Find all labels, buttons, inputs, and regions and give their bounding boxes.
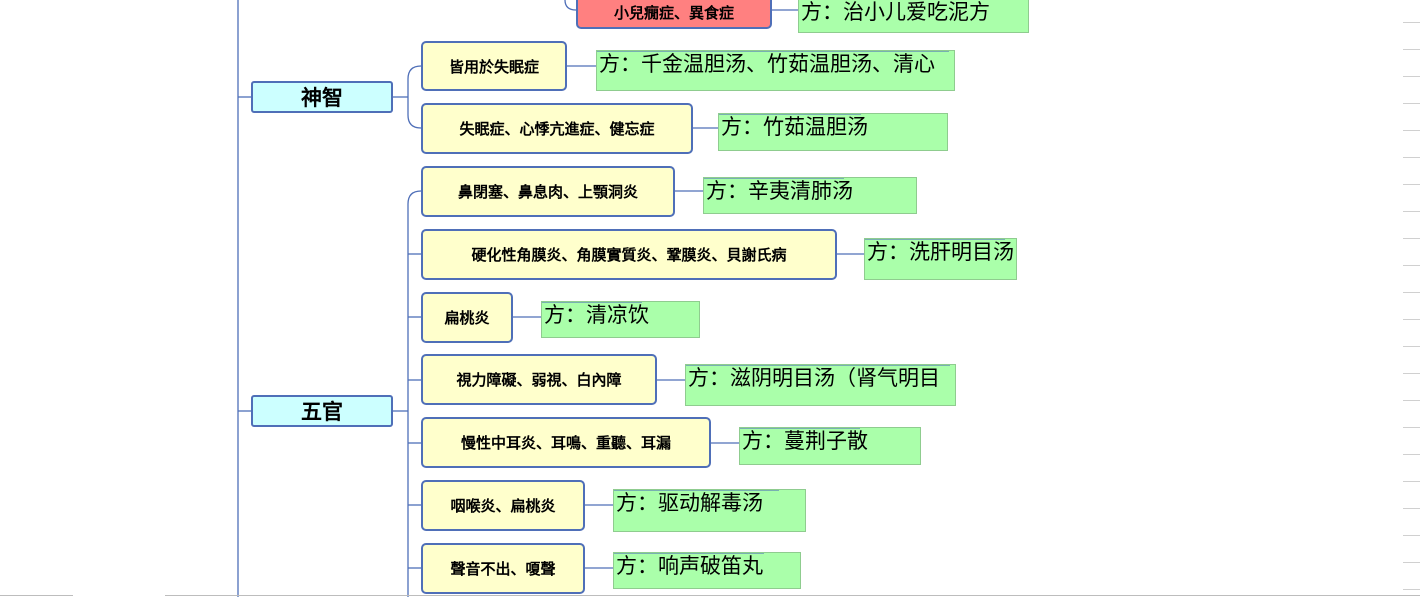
symptom-label: 小兒癇症、異食症 bbox=[613, 3, 734, 22]
prescription-label: 方：驱动解毒汤 bbox=[616, 491, 763, 515]
prescription-label: 方：响声破笛丸 bbox=[616, 554, 763, 578]
symptom-node[interactable]: 失眠症、心悸亢進症、健忘症 bbox=[421, 103, 693, 154]
symptom-node[interactable]: 聲音不出、嗄聲 bbox=[421, 543, 585, 594]
category-node-wuguan[interactable]: 五官 bbox=[251, 395, 393, 427]
row-divider bbox=[1403, 265, 1420, 266]
note-tab bbox=[597, 51, 949, 52]
note-tab bbox=[542, 302, 642, 303]
row-divider bbox=[1403, 130, 1420, 131]
prescription-note[interactable]: 方：响声破笛丸 bbox=[613, 552, 801, 589]
prescription-label: 方：蔓荆子散 bbox=[742, 429, 868, 453]
row-divider bbox=[1403, 562, 1420, 563]
symptom-node[interactable]: 咽喉炎、扁桃炎 bbox=[421, 480, 585, 531]
row-divider bbox=[1403, 292, 1420, 293]
row-divider bbox=[1403, 76, 1420, 77]
row-divider bbox=[1403, 535, 1420, 536]
prescription-label: 方：辛夷清肺汤 bbox=[706, 179, 853, 203]
row-divider bbox=[1403, 157, 1420, 158]
symptom-node[interactable]: 視力障礙、弱視、白內障 bbox=[421, 354, 657, 405]
symptom-node[interactable]: 小兒癇症、異食症 bbox=[576, 0, 772, 29]
symptom-node[interactable]: 慢性中耳炎、耳鳴、重聽、耳漏 bbox=[421, 417, 711, 468]
prescription-note[interactable]: 方：蔓荆子散 bbox=[739, 427, 921, 465]
symptom-node[interactable]: 硬化性角膜炎、角膜實質炎、鞏膜炎、貝謝氏病 bbox=[421, 229, 837, 280]
symptom-label: 慢性中耳炎、耳鳴、重聽、耳漏 bbox=[460, 434, 671, 452]
symptom-label: 失眠症、心悸亢進症、健忘症 bbox=[459, 120, 655, 138]
note-tab bbox=[740, 428, 860, 429]
prescription-label: 方：竹茹温胆汤 bbox=[721, 115, 868, 139]
prescription-note[interactable]: 方：洗肝明目汤 bbox=[864, 238, 1017, 280]
prescription-label: 方：治小儿爱吃泥方 bbox=[801, 0, 990, 24]
prescription-note[interactable]: 方：驱动解毒汤 bbox=[613, 489, 806, 532]
row-divider bbox=[1403, 49, 1420, 50]
symptom-label: 硬化性角膜炎、角膜實質炎、鞏膜炎、貝謝氏病 bbox=[471, 246, 787, 264]
symptom-label: 扁桃炎 bbox=[444, 309, 490, 327]
row-divider bbox=[1403, 103, 1420, 104]
row-divider bbox=[1403, 481, 1420, 482]
symptom-label: 咽喉炎、扁桃炎 bbox=[450, 497, 556, 515]
prescription-note[interactable]: 方：滋阴明目汤（肾气明目 bbox=[685, 364, 956, 406]
symptom-node[interactable]: 鼻閉塞、鼻息肉、上顎洞炎 bbox=[421, 166, 675, 217]
prescription-label: 方：滋阴明目汤（肾气明目 bbox=[688, 366, 940, 390]
prescription-note[interactable]: 方：清凉饮 bbox=[541, 301, 700, 338]
row-divider bbox=[1403, 346, 1420, 347]
row-divider bbox=[1403, 589, 1420, 590]
symptom-label: 鼻閉塞、鼻息肉、上顎洞炎 bbox=[457, 183, 638, 201]
prescription-label: 方：洗肝明目汤 bbox=[867, 240, 1014, 264]
symptom-node[interactable]: 皆用於失眠症 bbox=[421, 41, 567, 91]
row-divider bbox=[1403, 508, 1420, 509]
row-divider bbox=[1403, 319, 1420, 320]
symptom-label: 皆用於失眠症 bbox=[448, 57, 539, 76]
row-divider bbox=[1403, 184, 1420, 185]
prescription-label: 方：清凉饮 bbox=[544, 303, 649, 327]
category-label: 神智 bbox=[301, 86, 343, 110]
category-label: 五官 bbox=[301, 400, 343, 424]
row-divider bbox=[1403, 22, 1420, 23]
row-divider bbox=[1403, 400, 1420, 401]
row-divider bbox=[1403, 427, 1420, 428]
symptom-label: 視力障礙、弱視、白內障 bbox=[456, 371, 622, 389]
category-node-shenzhi[interactable]: 神智 bbox=[251, 81, 393, 113]
page-bottom-line bbox=[0, 595, 73, 596]
note-tab bbox=[719, 114, 861, 115]
note-tab bbox=[614, 490, 779, 491]
prescription-note[interactable]: 方：千金温胆汤、竹茹温胆汤、清心 bbox=[596, 50, 955, 91]
row-divider bbox=[1403, 238, 1420, 239]
prescription-label: 方：千金温胆汤、竹茹温胆汤、清心 bbox=[599, 52, 935, 76]
note-tab bbox=[704, 178, 844, 179]
row-divider bbox=[1403, 211, 1420, 212]
prescription-note[interactable]: 方：辛夷清肺汤 bbox=[703, 177, 917, 214]
page-bottom-line bbox=[165, 595, 1420, 596]
note-tab bbox=[614, 553, 764, 554]
symptom-label: 聲音不出、嗄聲 bbox=[450, 560, 556, 578]
prescription-note[interactable]: 方：治小儿爱吃泥方 bbox=[798, 0, 1029, 33]
row-divider bbox=[1403, 454, 1420, 455]
prescription-note[interactable]: 方：竹茹温胆汤 bbox=[718, 113, 948, 151]
note-tab bbox=[686, 365, 950, 366]
row-divider bbox=[1403, 373, 1420, 374]
note-tab bbox=[865, 239, 1005, 240]
symptom-node[interactable]: 扁桃炎 bbox=[421, 292, 513, 343]
